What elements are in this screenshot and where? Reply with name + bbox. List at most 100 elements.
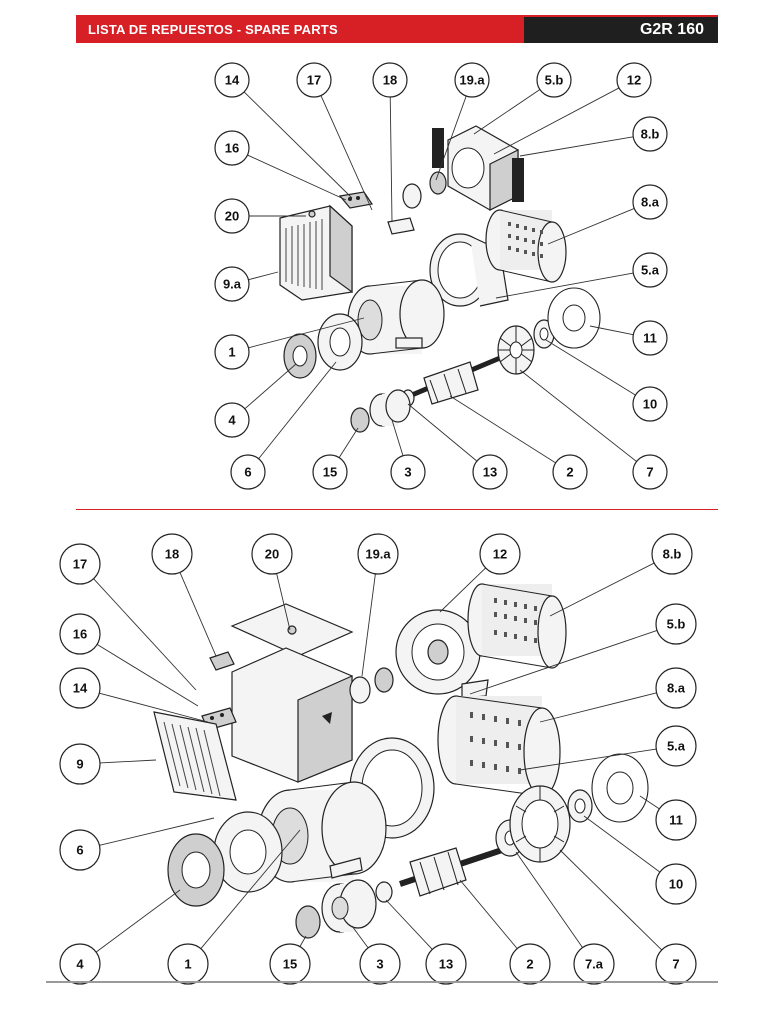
- bottom-callout: 19.a: [357, 533, 399, 677]
- bottom-callout-circle: [479, 533, 521, 575]
- bottom-callout-circle: [425, 943, 467, 985]
- bottom-callout-label: 9: [76, 757, 83, 772]
- top-callout-circle: [632, 252, 668, 288]
- top-callout: 2: [449, 395, 588, 490]
- bottom-part-fan: [509, 785, 571, 863]
- bottom-leader-line: [276, 573, 291, 631]
- top-part-bearing-ring: [402, 183, 422, 209]
- top-callout-circle: [214, 130, 250, 166]
- top-callout-circle: [632, 184, 668, 220]
- top-callout-label: 15: [323, 465, 337, 480]
- bottom-callout-circle: [655, 863, 697, 905]
- top-callout: 4: [214, 363, 297, 438]
- bottom-callout-label: 6: [76, 843, 83, 858]
- bottom-part-bearing-ring: [349, 676, 371, 704]
- bottom-callout-label: 12: [493, 547, 507, 562]
- top-part-terminal-cover: [279, 204, 353, 301]
- bottom-callout: 18: [151, 533, 217, 657]
- top-leader-line: [407, 403, 478, 462]
- bottom-part-grille-a: [437, 695, 561, 797]
- bottom-leader-line: [459, 879, 518, 949]
- bottom-callout-label: 11: [669, 813, 683, 828]
- bottom-callout-circle: [359, 943, 401, 985]
- bottom-part-grille-panel: [153, 711, 237, 801]
- bottom-callout-label: 5.a: [667, 739, 686, 754]
- top-callout-label: 10: [643, 397, 657, 412]
- bottom-callout: 6: [59, 817, 215, 871]
- bottom-callout-label: 17: [73, 557, 87, 572]
- bottom-callout: 3: [351, 925, 401, 985]
- bottom-callout-circle: [151, 533, 193, 575]
- top-part-plate: [387, 217, 415, 235]
- top-callout-circle: [214, 62, 250, 98]
- bottom-leader-line: [96, 644, 199, 707]
- bottom-leader-line: [99, 692, 209, 723]
- top-leader-line: [545, 339, 636, 396]
- top-part-rear-bracket: [432, 125, 524, 211]
- top-callout-label: 7: [646, 465, 653, 480]
- bottom-callout: 2: [459, 879, 551, 985]
- bottom-leader-line: [469, 630, 658, 695]
- top-callout: 14: [214, 62, 353, 199]
- bottom-callout: 8.b: [549, 533, 693, 617]
- bottom-callout-circle: [59, 613, 101, 655]
- top-callout: 11: [589, 320, 668, 356]
- top-callout: 3: [390, 419, 426, 490]
- top-callout-circle: [536, 62, 572, 98]
- top-leader-line: [320, 95, 373, 211]
- bottom-callout: 7: [559, 849, 697, 985]
- header-model: G2R 160: [524, 17, 718, 43]
- bottom-callout-label: 18: [165, 547, 179, 562]
- bottom-callout-circle: [59, 743, 101, 785]
- top-callout-circle: [214, 266, 250, 302]
- bottom-callout-circle: [59, 543, 101, 585]
- bottom-part-exciter: [321, 879, 377, 933]
- bottom-leader-line: [95, 889, 181, 953]
- bottom-callout-circle: [167, 943, 209, 985]
- top-callout-label: 5.b: [545, 73, 564, 88]
- bottom-leader-line: [385, 899, 433, 950]
- bottom-part-grille-b: [467, 583, 567, 669]
- top-part-terminal-board: [338, 191, 374, 209]
- top-leader-line: [338, 427, 359, 458]
- top-callout-circle: [632, 320, 668, 356]
- bottom-leader-line: [361, 573, 376, 677]
- top-callout-circle: [230, 454, 266, 490]
- top-part-bearing: [429, 171, 447, 195]
- top-callout-label: 19.a: [459, 73, 485, 88]
- top-callout-circle: [552, 454, 588, 490]
- top-callout-label: 11: [643, 331, 657, 346]
- top-part-exciter: [369, 389, 411, 427]
- top-callout: 7: [519, 369, 668, 490]
- top-callout-circle: [372, 62, 408, 98]
- bottom-callout-label: 7.a: [585, 957, 604, 972]
- bottom-callout: 10: [583, 815, 697, 905]
- section-divider: [76, 509, 718, 510]
- top-leader-line: [547, 208, 635, 245]
- bottom-leader-line: [179, 572, 217, 657]
- top-leader-line: [244, 363, 297, 410]
- top-leader-line: [391, 419, 404, 456]
- top-leader-line: [389, 96, 393, 223]
- top-callout: 9.a: [214, 266, 279, 302]
- top-callout-label: 12: [627, 73, 641, 88]
- bottom-part-coupling-hub: [567, 789, 593, 823]
- top-callout: 5.a: [495, 252, 668, 299]
- top-callout: 8.b: [519, 116, 668, 157]
- top-callout-circle: [390, 454, 426, 490]
- bottom-callout-circle: [655, 725, 697, 767]
- top-callout-label: 3: [404, 465, 411, 480]
- top-callout-circle: [472, 454, 508, 490]
- top-leader-line: [258, 361, 337, 460]
- bottom-callout-circle: [59, 667, 101, 709]
- bottom-callout-circle: [655, 603, 697, 645]
- bottom-callout: 11: [639, 795, 697, 841]
- bottom-part-coupling: [167, 833, 225, 907]
- bottom-callout-circle: [655, 667, 697, 709]
- bottom-callout-circle: [655, 943, 697, 985]
- top-leader-line: [493, 87, 620, 155]
- top-callout-circle: [454, 62, 490, 98]
- top-callout-label: 16: [225, 141, 239, 156]
- bottom-callout: 7.a: [515, 851, 615, 985]
